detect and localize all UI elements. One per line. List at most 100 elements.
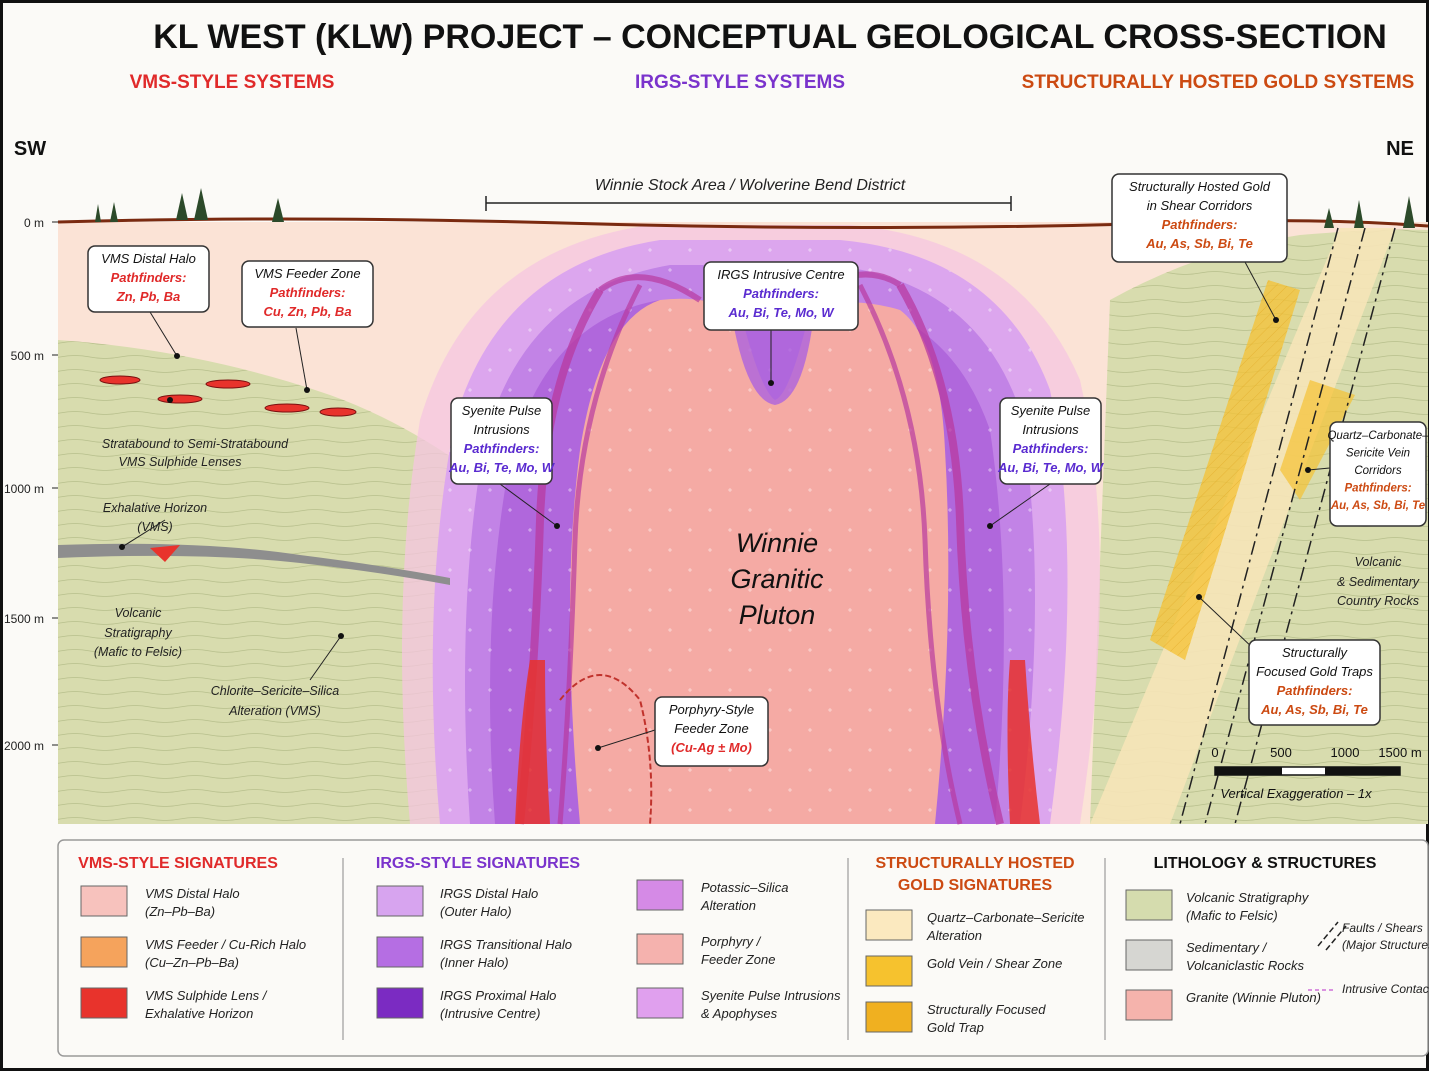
section-body [57, 217, 1429, 825]
callout-title: Porphyry-Style [669, 702, 754, 717]
pluton-label-line: Granitic [730, 564, 824, 594]
scale-tick-label: 1000 [1331, 745, 1360, 760]
legend-irgs-item-swatch [636, 879, 684, 911]
tree-6 [1324, 208, 1334, 228]
callout-pathfinder-label: Pathfinders: [1013, 441, 1089, 456]
legend-irgs-item-swatch [376, 885, 424, 917]
callout-pathfinder-values: Au, As, Sb, Bi, Te [1260, 702, 1368, 717]
callout-title: VMS Feeder Zone [254, 266, 360, 281]
callout-box [450, 397, 553, 485]
legend-litho-item-swatch [1125, 989, 1173, 1021]
legend-irgs-item-swatch [636, 933, 684, 965]
depth-tick-label: 500 m [11, 349, 44, 363]
irgs-systems-heading: IRGS-STYLE SYSTEMS [635, 72, 845, 93]
legend-litho-item-label: Sedimentary / [1186, 940, 1268, 955]
exhalative-label: Exhalative Horizon [103, 501, 207, 515]
plain-labels: Stratabound to Semi-Stratabound VMS Sulp… [94, 437, 1420, 718]
legend-struct-item-label: Gold Vein / Shear Zone [927, 956, 1062, 971]
vms-lens-1 [99, 375, 141, 385]
syenite-dike-left-2 [557, 283, 643, 825]
callout-pathfinder-values: (Cu-Ag ± Mo) [671, 740, 752, 755]
vertical-exaggeration-note: Vertical Exaggeration – 1x [1220, 786, 1372, 801]
district-bracket [485, 196, 1012, 211]
legend-litho-heading: LITHOLOGY & STRUCTURES [1154, 855, 1377, 872]
legend-irgs-item-label: (Inner Halo) [440, 955, 509, 970]
fault-2 [1204, 227, 1366, 825]
depth-tick-label: 1000 m [4, 482, 44, 496]
callout-qcs-corridors: Quartz–Carbonate–Sericite VeinCorridorsP… [1327, 421, 1429, 527]
scale-tick-label: 1500 m [1378, 745, 1421, 760]
legend-irgs-item-label: Feeder Zone [701, 952, 775, 967]
callout-title: in Shear Corridors [1147, 198, 1253, 213]
depth-tick-label: 0 m [24, 216, 44, 230]
tree-7 [1354, 200, 1364, 228]
syenite-arch-left [598, 274, 702, 303]
tree-2 [110, 202, 118, 222]
country-rocks-label: Country Rocks [1337, 594, 1419, 608]
tree-5 [272, 198, 284, 222]
legend-fault-symbol [1317, 921, 1339, 947]
district-label: Winnie Stock Area / Wolverine Bend Distr… [595, 177, 906, 194]
callout-pathfinder-values: Zn, Pb, Ba [116, 289, 181, 304]
lenses-label: VMS Sulphide Lenses [119, 455, 242, 469]
tree-8 [1403, 196, 1415, 228]
legend-irgs-item-label: IRGS Proximal Halo [440, 988, 556, 1003]
legend-irgs-item-label: & Apophyses [701, 1006, 778, 1021]
callout-pathfinder-label: Pathfinders: [1344, 483, 1411, 495]
callout-pathfinder-label: Pathfinders: [743, 286, 819, 301]
legend-irgs-item-swatch [636, 987, 684, 1019]
vms-lens-2 [157, 394, 203, 404]
exhalative-sulphide-lens [150, 545, 180, 562]
legend-struct-item-label: Gold Trap [927, 1020, 984, 1035]
depth-tick-label: 1500 m [4, 612, 44, 626]
callout-title: Focused Gold Traps [1256, 664, 1373, 679]
legend-struct-item-label: Alteration [926, 928, 982, 943]
callout-title: Feeder Zone [674, 721, 748, 736]
legend-struct-item-label: Structurally Focused [927, 1002, 1046, 1017]
porphyry-feeder-root-right [1007, 660, 1040, 824]
chlorite-label: Chlorite–Sericite–Silica [211, 684, 340, 698]
legend-vms-item-swatch [80, 987, 128, 1019]
callout-pathfinder-values: Au, Bi, Te, Mo, W [997, 460, 1105, 475]
legend-irgs-item-label: Potassic–Silica [701, 880, 788, 895]
porphyry-feeder-trace [559, 674, 653, 825]
callout-title: VMS Distal Halo [101, 251, 196, 266]
volcanic-strat-label: (Mafic to Felsic) [94, 645, 182, 659]
legend-struct-heading: STRUCTURALLY HOSTED [875, 855, 1074, 872]
sw-strat-lines [58, 340, 480, 824]
legend-irgs-item-label: Alteration [700, 898, 756, 913]
depth-axis: 0 m 500 m 1000 m 1500 m 2000 m [4, 216, 58, 753]
vms-systems-heading: VMS-STYLE SYSTEMS [130, 72, 335, 93]
qcs-alteration-corridor [1090, 228, 1395, 824]
callout-title: Intrusions [473, 422, 530, 437]
figure-title: KL WEST (KLW) PROJECT – CONCEPTUAL GEOLO… [153, 18, 1387, 56]
callout-pathfinder-values: Au, As, Sb, Bi, Te [1330, 500, 1426, 512]
legend-litho-item-label: Volcanic Stratigraphy [1186, 890, 1310, 905]
callout-pathfinder-label: Pathfinders: [270, 285, 346, 300]
direction-sw: SW [14, 138, 46, 160]
country-rocks-label: Volcanic [1355, 555, 1403, 569]
fault-1 [1179, 227, 1339, 825]
scale-tick-label: 500 [1270, 745, 1292, 760]
legend-fault-label: Faults / Shears [1342, 921, 1423, 935]
tree-1 [95, 204, 101, 222]
callout-title: Intrusions [1022, 422, 1079, 437]
legend-fault-symbol [1325, 925, 1347, 951]
exhalative-label: (VMS) [137, 520, 172, 534]
callout-pathfinder-values: Au, Bi, Te, Mo, W [728, 305, 836, 320]
vms-lens-4 [264, 403, 310, 413]
legend-vms-item-label: (Zn–Pb–Ba) [145, 904, 215, 919]
legend-irgs-heading: IRGS-STYLE SIGNATURES [376, 855, 580, 872]
legend-litho-item-swatch [1125, 889, 1173, 921]
chlorite-label: Alteration (VMS) [228, 704, 321, 718]
legend-irgs-item-label: IRGS Transitional Halo [440, 937, 572, 952]
callout-box [654, 696, 769, 767]
callout-box [241, 260, 374, 328]
